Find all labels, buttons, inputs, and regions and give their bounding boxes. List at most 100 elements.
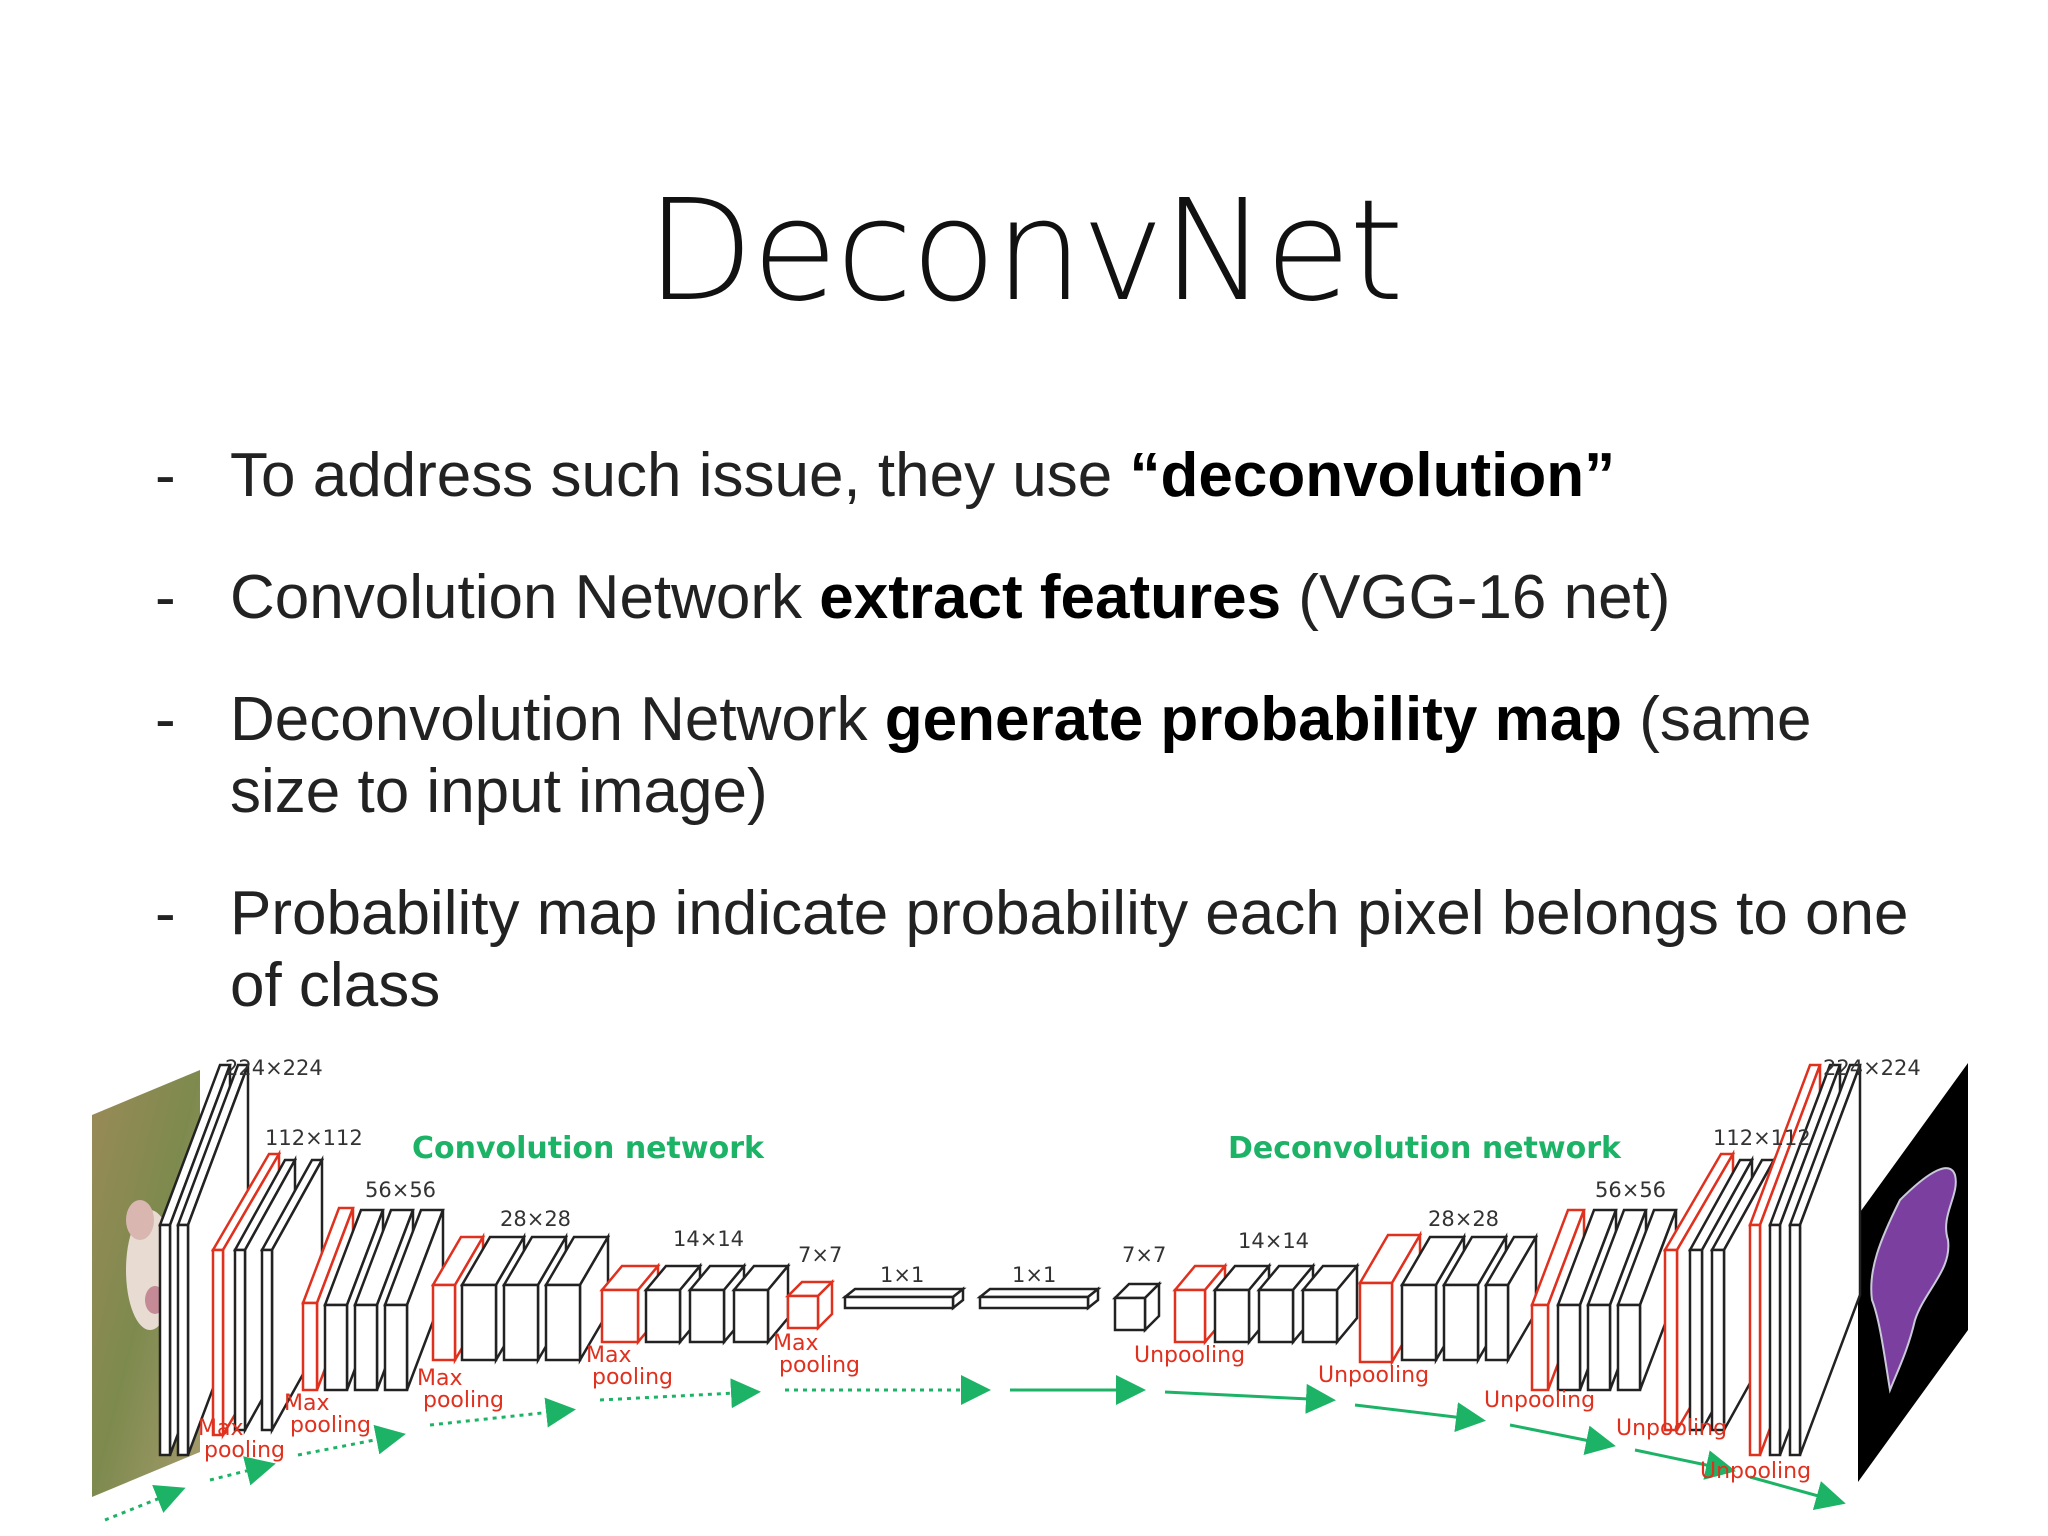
deconvnet-architecture-diagram: Convolution network Deconvolution network… [92,1056,1968,1522]
max-pooling-label: Max [417,1366,462,1391]
max-pooling-label: pooling [204,1438,285,1463]
slab-front [301,1301,319,1392]
slab-front [1113,1296,1147,1332]
slab-front [1616,1303,1642,1392]
slab-front [600,1288,640,1344]
flow-arrow-dotted [429,1397,576,1428]
layer-blocks [158,1063,1862,1457]
slab-front [843,1295,955,1310]
bullet-text: Deconvolution Network [230,685,885,754]
max-pooling-label: pooling [290,1413,371,1438]
unpooling-label: Unpooling [1700,1459,1811,1484]
slab-front [1213,1288,1251,1344]
max-pooling-label: pooling [779,1353,860,1378]
slab-front [1768,1223,1782,1457]
bullet-item: -Probability map indicate probability ea… [155,878,1935,1022]
deconv-network-title: Deconvolution network [1228,1131,1622,1166]
flow-arrow-solid [1354,1402,1486,1433]
bullet-emphasis: extract features [819,563,1282,632]
bullet-list: -To address such issue, they use “deconv… [155,440,1935,1072]
slab-front [786,1294,820,1330]
max-pooling-label: pooling [592,1365,673,1390]
slab-front [233,1248,247,1432]
feature-map-slab [259,1155,325,1435]
slab-front [644,1288,682,1344]
feature-map-slab [383,1208,445,1392]
bullet-emphasis: generate probability map [884,685,1623,754]
feature-map-slab [1300,1262,1360,1346]
slab-front [1586,1303,1612,1392]
slab-front [1484,1283,1510,1362]
slide-title: DeconvNet [646,170,1404,333]
slab-front [1748,1223,1762,1457]
feature-map-slab [1111,1280,1163,1334]
slab-front [502,1283,540,1362]
flow-arrow-solid [1749,1475,1846,1511]
feature-map-slab [841,1286,967,1311]
flow-arrow-dotted [599,1378,761,1409]
max-pooling-label: Max [284,1391,329,1416]
slab-front [211,1248,225,1437]
bullet-text: Probability map indicate probability eac… [230,879,1909,1020]
bullet-text: (same size to input image) [230,685,1812,826]
slab-front [1301,1288,1339,1344]
flow-arrow-dotted [297,1424,406,1457]
slab-front [1663,1248,1679,1432]
bullet-dash: - [155,685,176,754]
size-label: 28×28 [1428,1207,1499,1231]
feature-map-slab [1788,1063,1862,1457]
bullet-text: (VGG-16 net) [1281,563,1671,632]
flow-arrows [104,1375,1846,1522]
bullet-dash: - [155,879,176,948]
bullet-item: -Convolution Network extract features (V… [155,562,1935,634]
size-label: 224×224 [225,1056,323,1080]
slab-front [158,1223,172,1457]
slab-front [1710,1248,1726,1432]
bullet-dash: - [155,441,176,510]
size-label: 7×7 [798,1243,842,1267]
feature-map-slab [976,1286,1102,1311]
output-image [1858,1063,1968,1482]
slab-front [1788,1223,1802,1457]
bullet-text: Convolution Network [230,563,820,632]
unpooling-label: Unpooling [1134,1343,1245,1368]
flow-arrow-solid [1634,1448,1736,1480]
size-label: 14×14 [673,1227,744,1251]
bullet-item: -Deconvolution Network generate probabil… [155,684,1935,828]
slab-front [732,1288,770,1344]
max-pooling-label: Max [586,1343,631,1368]
unpooling-label: Unpooling [1616,1416,1727,1441]
feature-map-slab [784,1278,836,1332]
slab-front [383,1303,409,1392]
slab-front [1257,1288,1295,1344]
bullet-text: To address such issue, they use [230,441,1130,510]
slab-front [1358,1281,1394,1364]
bullet-emphasis: “deconvolution” [1129,441,1616,510]
size-label: 28×28 [500,1207,571,1231]
max-pooling-label: Max [198,1416,243,1441]
size-label: 224×224 [1823,1056,1921,1080]
size-label: 112×112 [1713,1126,1811,1150]
slab-front [1556,1303,1582,1392]
slab-front [176,1223,190,1457]
slab-front [353,1303,379,1392]
flow-arrow-solid [1509,1423,1616,1456]
size-label: 14×14 [1238,1229,1309,1253]
max-pooling-label: pooling [423,1388,504,1413]
feature-map-slab [1483,1232,1539,1365]
conv-network-title: Convolution network [412,1131,765,1166]
bullet-dash: - [155,563,176,632]
unpooling-label: Unpooling [1484,1388,1595,1413]
size-label: 1×1 [1012,1263,1056,1287]
feature-map-slab [731,1262,791,1346]
diagram-labels: Convolution network Deconvolution network… [198,1056,1921,1484]
slab-front [431,1283,457,1362]
slab-front [1400,1283,1438,1362]
flow-arrow-solid [1164,1383,1336,1414]
size-label: 56×56 [365,1178,436,1202]
slab-front [260,1248,274,1432]
slab-front [1442,1283,1480,1362]
max-pooling-label: Max [773,1331,818,1356]
size-label: 7×7 [1122,1243,1166,1267]
slab-front [460,1283,498,1362]
